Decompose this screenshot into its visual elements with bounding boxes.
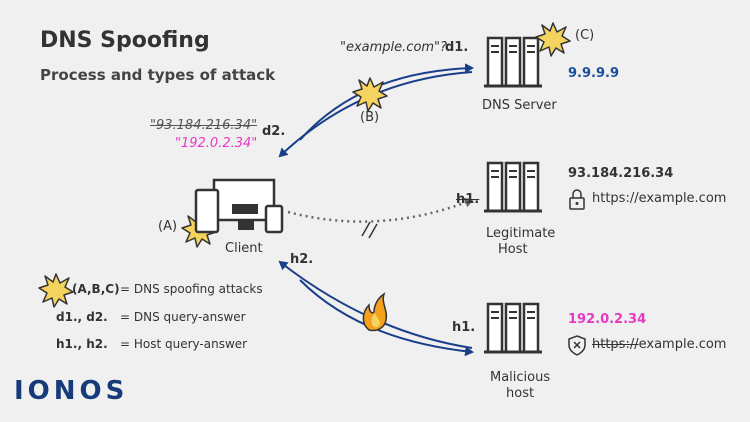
page-title: DNS Spoofing <box>40 28 210 53</box>
shield-x-icon <box>568 335 586 356</box>
answer-legit: "93.184.216.34" <box>150 118 258 133</box>
server-icon <box>482 36 544 88</box>
attack-b-label: (B) <box>360 110 380 125</box>
legit-host-name-1: Legitimate <box>486 226 556 241</box>
d1-label: d1. <box>445 40 469 55</box>
legit-host-url: https://example.com <box>592 191 727 206</box>
attack-c-label: (C) <box>575 28 595 43</box>
malicious-url-rest: example.com <box>638 337 727 352</box>
ionos-logo: IONOS <box>14 376 129 406</box>
legend-abc-desc: = DNS spoofing attacks <box>120 282 263 296</box>
answer-spoofed: "192.0.2.34" <box>175 136 258 151</box>
arrow-h1-legit <box>287 197 474 223</box>
malicious-host-name-2: host <box>506 386 535 401</box>
burst-icon <box>535 22 571 57</box>
page-subtitle: Process and types of attack <box>40 66 276 84</box>
computer-icon <box>194 178 284 234</box>
fire-icon <box>362 292 388 332</box>
h1-legit-label: h1. <box>456 192 480 207</box>
client-label: Client <box>225 241 263 256</box>
legend-d-key: d1., d2. <box>56 310 108 324</box>
dns-server-ip: 9.9.9.9 <box>568 66 619 81</box>
malicious-host-url: https://example.com <box>592 337 726 352</box>
burst-icon <box>38 273 74 308</box>
server-icon <box>482 302 544 354</box>
cut-mark-2 <box>368 223 378 239</box>
legend-d-desc: = DNS query-answer <box>120 310 246 324</box>
h1-mal-label: h1. <box>452 320 476 335</box>
server-icon <box>482 161 544 213</box>
malicious-host-name-1: Malicious <box>490 370 551 385</box>
arrow-d1 <box>299 63 474 141</box>
legend-abc-key: (A,B,C) <box>72 282 120 296</box>
dns-query-text: "example.com"? <box>340 40 447 55</box>
legit-host-ip: 93.184.216.34 <box>568 166 674 181</box>
d2-label: d2. <box>262 124 286 139</box>
lock-icon <box>569 189 585 210</box>
legend-h-desc: = Host query-answer <box>120 337 248 351</box>
attack-a-label: (A) <box>158 219 178 234</box>
malicious-url-struck: https:// <box>592 337 639 352</box>
malicious-host-ip: 192.0.2.34 <box>568 312 647 327</box>
legend-h-key: h1., h2. <box>56 337 108 351</box>
legit-host-name-2: Host <box>498 242 528 257</box>
burst-icon <box>352 77 388 112</box>
cut-mark-1 <box>361 221 371 237</box>
dns-server-name: DNS Server <box>482 98 557 113</box>
h2-label: h2. <box>290 252 314 267</box>
